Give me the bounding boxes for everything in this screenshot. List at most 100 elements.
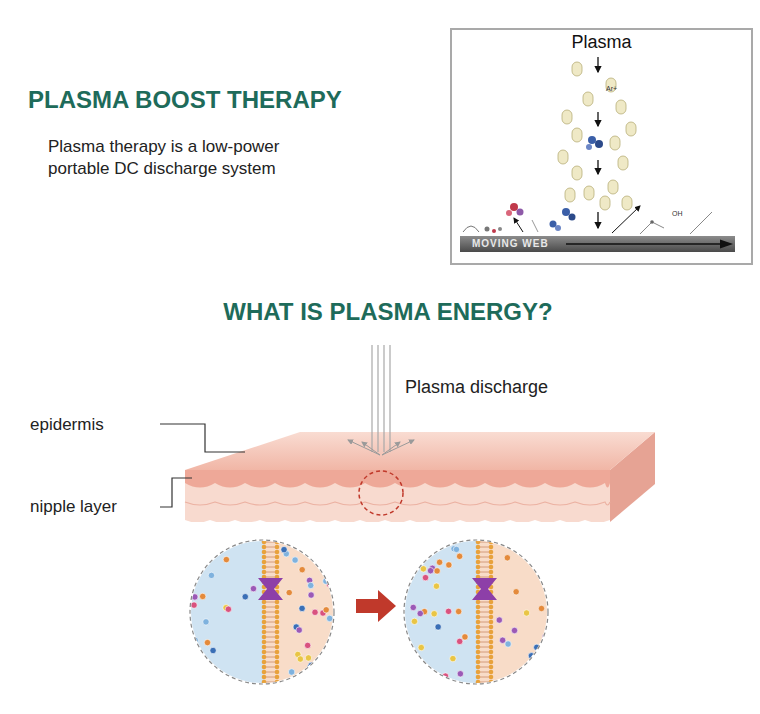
lipid-tail — [480, 667, 489, 668]
lipid-head — [489, 680, 494, 685]
lipid-tail — [480, 602, 489, 603]
lipid-tail — [480, 632, 489, 633]
lipid-head — [476, 670, 481, 675]
lipid-head — [476, 635, 481, 640]
lipid-head — [476, 600, 481, 605]
flow-arrow — [514, 218, 523, 232]
molecule-label-slot: OH — [672, 209, 683, 218]
plasma-particle — [572, 128, 582, 142]
ion-dot — [250, 585, 256, 591]
lipid-head — [489, 650, 494, 655]
ion-dot — [538, 605, 544, 611]
lipid-tail — [266, 657, 275, 658]
lipid-head — [275, 605, 280, 610]
ion-dot — [304, 642, 310, 648]
discharge-label-slot: Plasma discharge — [405, 376, 548, 399]
ion-channel — [258, 578, 283, 600]
ion-dot — [325, 674, 331, 680]
lipid-head — [262, 650, 267, 655]
lipid-tail — [266, 642, 275, 643]
ion-label: Ar+ — [606, 84, 617, 93]
molecule — [550, 208, 576, 231]
lipid-head — [262, 565, 267, 570]
cell-zoom — [187, 535, 339, 690]
plasma-discharge-beam — [377, 345, 378, 452]
lipid-head — [262, 615, 267, 620]
description-text-slot: Plasma therapy is a low-power portable D… — [48, 136, 338, 180]
flow-arrow — [597, 112, 598, 126]
ion-dot — [191, 602, 197, 608]
lipid-tail — [266, 602, 275, 603]
ion-dot — [505, 641, 511, 647]
lipid-head — [275, 675, 280, 680]
lipid-head — [489, 545, 494, 550]
lipid-head — [275, 660, 280, 665]
ion-dot — [242, 594, 248, 600]
lipid-head — [262, 600, 267, 605]
lipid-head — [476, 645, 481, 650]
lipid-tail — [266, 672, 275, 673]
lipid-tail — [480, 552, 489, 553]
molecule — [586, 144, 592, 150]
lipid-head — [262, 660, 267, 665]
lipid-head — [262, 630, 267, 635]
ion-dot — [496, 617, 502, 623]
ion-dot — [299, 566, 305, 572]
lipid-head — [262, 665, 267, 670]
lipid-head — [262, 620, 267, 625]
lipid-head — [489, 610, 494, 615]
molecule — [588, 136, 596, 144]
lipid-tail — [266, 677, 275, 678]
cell-zoom — [401, 535, 553, 690]
ion-dot — [541, 659, 547, 665]
lipid-tail — [266, 647, 275, 648]
ion-dot — [200, 593, 206, 599]
layer-label-slot: epidermis — [30, 414, 104, 436]
plasma-particle — [572, 62, 582, 76]
ion-dot — [411, 618, 417, 624]
flow-arrow — [597, 160, 598, 174]
plasma-particle — [584, 186, 594, 200]
ion-dot — [305, 655, 311, 661]
node-text: MOVING WEB — [460, 236, 747, 252]
skin-slab — [185, 432, 655, 530]
plasma-discharge-beam — [382, 440, 414, 455]
lipid-head — [275, 635, 280, 640]
lipid-head — [476, 685, 481, 690]
lipid-tail — [266, 577, 275, 578]
lipid-tail — [480, 622, 489, 623]
ion-dot — [296, 627, 302, 633]
lipid-head — [262, 550, 267, 555]
ion-dot — [499, 637, 505, 643]
lipid-head — [262, 655, 267, 660]
lipid-head — [275, 565, 280, 570]
lipid-head — [476, 655, 481, 660]
lipid-tail — [266, 537, 275, 538]
particle-dot — [492, 229, 496, 233]
ion-dot — [532, 545, 538, 551]
particle-dot — [485, 227, 490, 232]
lipid-head — [476, 610, 481, 615]
lipid-head — [476, 560, 481, 565]
lipid-head — [489, 625, 494, 630]
bond-line — [690, 212, 712, 234]
ion-dot — [418, 644, 424, 650]
lipid-tail — [480, 687, 489, 688]
lipid-head — [476, 555, 481, 560]
molecule — [506, 203, 524, 216]
lipid-head — [275, 550, 280, 555]
lipid-head — [476, 570, 481, 575]
ion-dot — [319, 667, 325, 673]
lipid-head — [476, 550, 481, 555]
lipid-head — [489, 640, 494, 645]
flow-arrow — [597, 57, 598, 72]
lipid-head — [489, 550, 494, 555]
ion-dot — [533, 672, 539, 678]
lipid-head — [476, 620, 481, 625]
ion-dot — [208, 572, 214, 578]
plasma-particle — [558, 62, 636, 210]
lipid-head — [476, 650, 481, 655]
lipid-head — [275, 600, 280, 605]
